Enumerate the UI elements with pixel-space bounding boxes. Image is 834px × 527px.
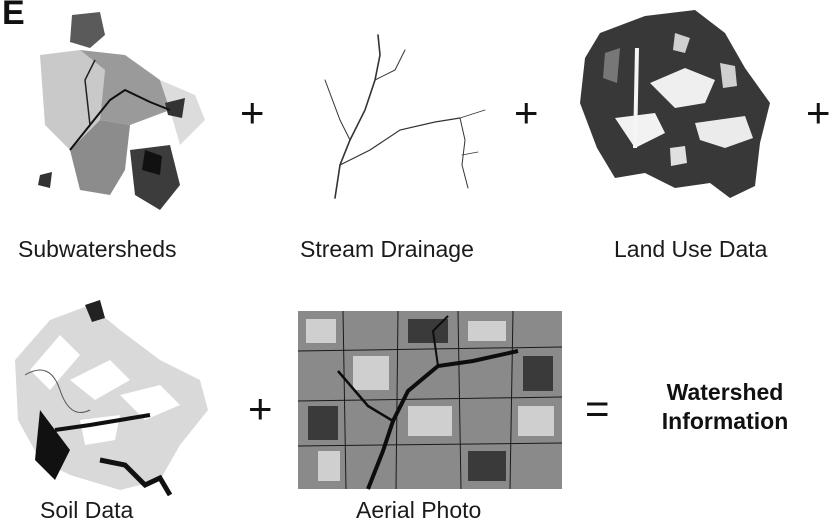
label-subwatersheds: Subwatersheds — [18, 236, 177, 263]
result-line-2: Information — [640, 407, 810, 436]
label-stream-drainage: Stream Drainage — [300, 236, 474, 263]
plus-operator-1: + — [240, 92, 265, 134]
label-land-use-data: Land Use Data — [614, 236, 767, 263]
label-soil-data: Soil Data — [40, 497, 133, 524]
plus-operator-4: + — [248, 388, 273, 430]
equals-operator: = — [585, 388, 610, 430]
result-line-1: Watershed — [640, 378, 810, 407]
panel-letter: E — [2, 0, 25, 33]
plus-operator-2: + — [514, 92, 539, 134]
stream-drainage-map — [310, 30, 500, 200]
result-text: Watershed Information — [640, 378, 810, 436]
label-aerial-photo: Aerial Photo — [356, 497, 481, 524]
subwatersheds-map — [30, 10, 215, 215]
land-use-map — [575, 8, 785, 208]
plus-operator-3: + — [806, 92, 831, 134]
soil-data-map — [10, 300, 215, 500]
aerial-photo-image — [298, 311, 562, 489]
